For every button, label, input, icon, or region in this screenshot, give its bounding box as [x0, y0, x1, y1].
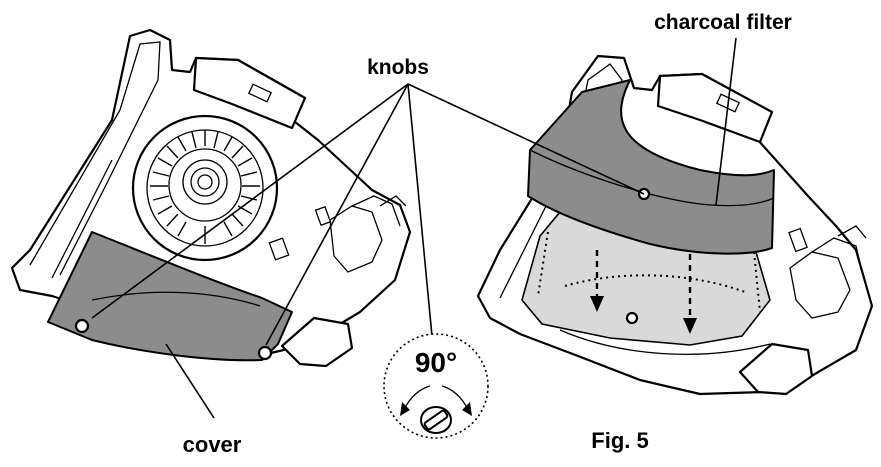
rotation-detail: 90°	[383, 333, 489, 439]
left-hood-assembly	[10, 28, 412, 368]
blower-fan	[131, 114, 279, 262]
charcoal-filter-block	[527, 79, 775, 255]
charcoal-filter-label: charcoal filter	[654, 11, 792, 34]
right-knob-lower	[625, 311, 639, 325]
left-knob-2	[257, 345, 273, 361]
rotation-label: 90°	[415, 347, 457, 378]
leader-lines	[91, 37, 737, 419]
cover-panel	[47, 231, 293, 362]
knob-icon	[420, 406, 452, 434]
knobs-label: knobs	[367, 56, 429, 79]
figure-label: Fig. 5	[591, 428, 648, 453]
right-hood-assembly	[476, 54, 874, 396]
cover-label: cover	[183, 432, 242, 457]
left-knob-1	[74, 318, 90, 334]
